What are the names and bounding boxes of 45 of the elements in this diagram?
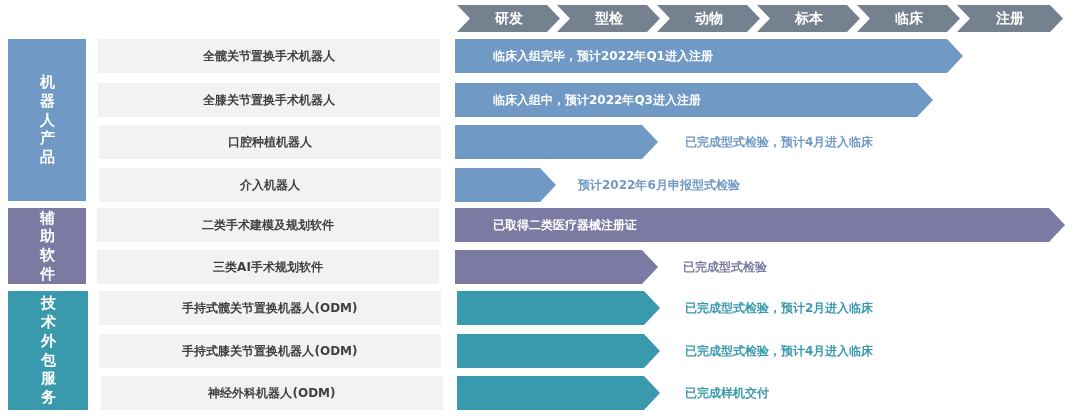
product-label: 手持式膝关节置换机器人(ODM) xyxy=(182,342,358,360)
status-label: 已完成型式检验，预计4月进入临床 xyxy=(685,134,874,151)
status-label: 预计2022年6月申报型式检验 xyxy=(578,177,740,194)
progress-bar xyxy=(457,291,660,325)
stage-label: 注册 xyxy=(996,9,1024,28)
category-label: 辅助软件 xyxy=(39,208,55,284)
stage-header xyxy=(657,5,760,32)
category-band xyxy=(8,208,86,284)
progress-bar xyxy=(455,39,963,73)
progress-bar xyxy=(455,83,933,117)
stage-label: 研发 xyxy=(494,9,523,28)
product-label: 手持式髋关节置换机器人(ODM) xyxy=(182,299,358,317)
stage-header xyxy=(957,5,1063,32)
status-label: 已取得二类医疗器械注册证 xyxy=(493,216,637,234)
progress-bar xyxy=(455,125,658,159)
progress-bar xyxy=(455,168,556,202)
stage-label: 标本 xyxy=(794,9,823,28)
category-band xyxy=(8,291,88,410)
product-label: 二类手术建模及规划软件 xyxy=(202,216,334,234)
category-label: 技术外包服务 xyxy=(40,294,56,407)
stage-header xyxy=(457,5,560,32)
progress-bar xyxy=(455,208,1065,242)
status-label: 已完成型式检验 xyxy=(683,259,767,276)
stage-label: 临床 xyxy=(894,9,923,28)
status-label: 临床入组中，预计2022年Q3进入注册 xyxy=(493,91,701,109)
status-label: 已完成样机交付 xyxy=(685,385,769,402)
status-label: 已完成型式检验，预计4月进入临床 xyxy=(685,343,874,360)
stage-header xyxy=(557,5,660,32)
progress-bar xyxy=(455,250,658,284)
status-label: 临床入组完毕，预计2022年Q1进入注册 xyxy=(493,47,713,65)
product-label: 全膝关节置换手术机器人 xyxy=(203,91,335,109)
product-label: 全髋关节置换手术机器人 xyxy=(203,47,335,65)
product-label: 口腔种植机器人 xyxy=(228,133,312,151)
product-label: 神经外科机器人(ODM) xyxy=(208,384,336,402)
progress-bar xyxy=(457,334,660,368)
stage-label: 型检 xyxy=(594,9,623,28)
status-label: 已完成型式检验，预计2月进入临床 xyxy=(685,300,874,317)
product-label: 三类AI手术规划软件 xyxy=(213,258,323,276)
stage-header xyxy=(757,5,860,32)
progress-bar xyxy=(457,376,660,410)
product-label: 介入机器人 xyxy=(240,176,300,194)
category-label: 机器人产品 xyxy=(39,73,55,167)
category-band xyxy=(8,39,86,201)
stage-header xyxy=(857,5,960,32)
stage-label: 动物 xyxy=(694,9,723,28)
